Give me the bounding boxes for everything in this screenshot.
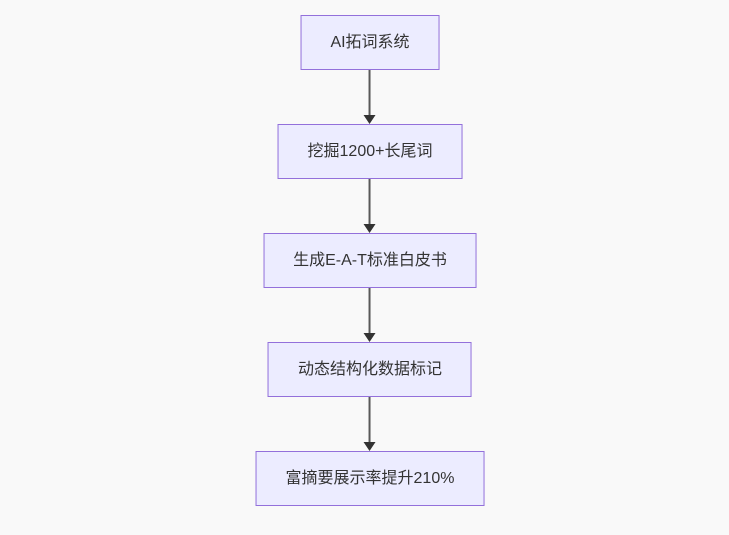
arrow-line xyxy=(369,288,371,333)
flowchart-column: AI拓词系统 挖掘1200+长尾词 生成E-A-T标准白皮书 动态结构化数据标记… xyxy=(255,15,485,506)
arrow-down-icon xyxy=(364,442,376,451)
flow-node-rich-snippet-rate-increase: 富摘要展示率提升210% xyxy=(255,451,485,506)
flow-node-ai-word-expansion-system: AI拓词系统 xyxy=(300,15,440,70)
arrow-down-icon xyxy=(364,115,376,124)
flow-node-dynamic-structured-data-markup: 动态结构化数据标记 xyxy=(267,342,472,397)
arrow-down-icon xyxy=(364,224,376,233)
flow-node-mine-longtail-keywords: 挖掘1200+长尾词 xyxy=(277,124,463,179)
flow-arrow-4 xyxy=(364,397,376,451)
flow-arrow-1 xyxy=(364,70,376,124)
flow-arrow-2 xyxy=(364,179,376,233)
arrow-line xyxy=(369,397,371,442)
flow-arrow-3 xyxy=(364,288,376,342)
arrow-line xyxy=(369,70,371,115)
arrow-down-icon xyxy=(364,333,376,342)
arrow-line xyxy=(369,179,371,224)
flow-node-generate-eat-whitepaper: 生成E-A-T标准白皮书 xyxy=(263,233,477,288)
